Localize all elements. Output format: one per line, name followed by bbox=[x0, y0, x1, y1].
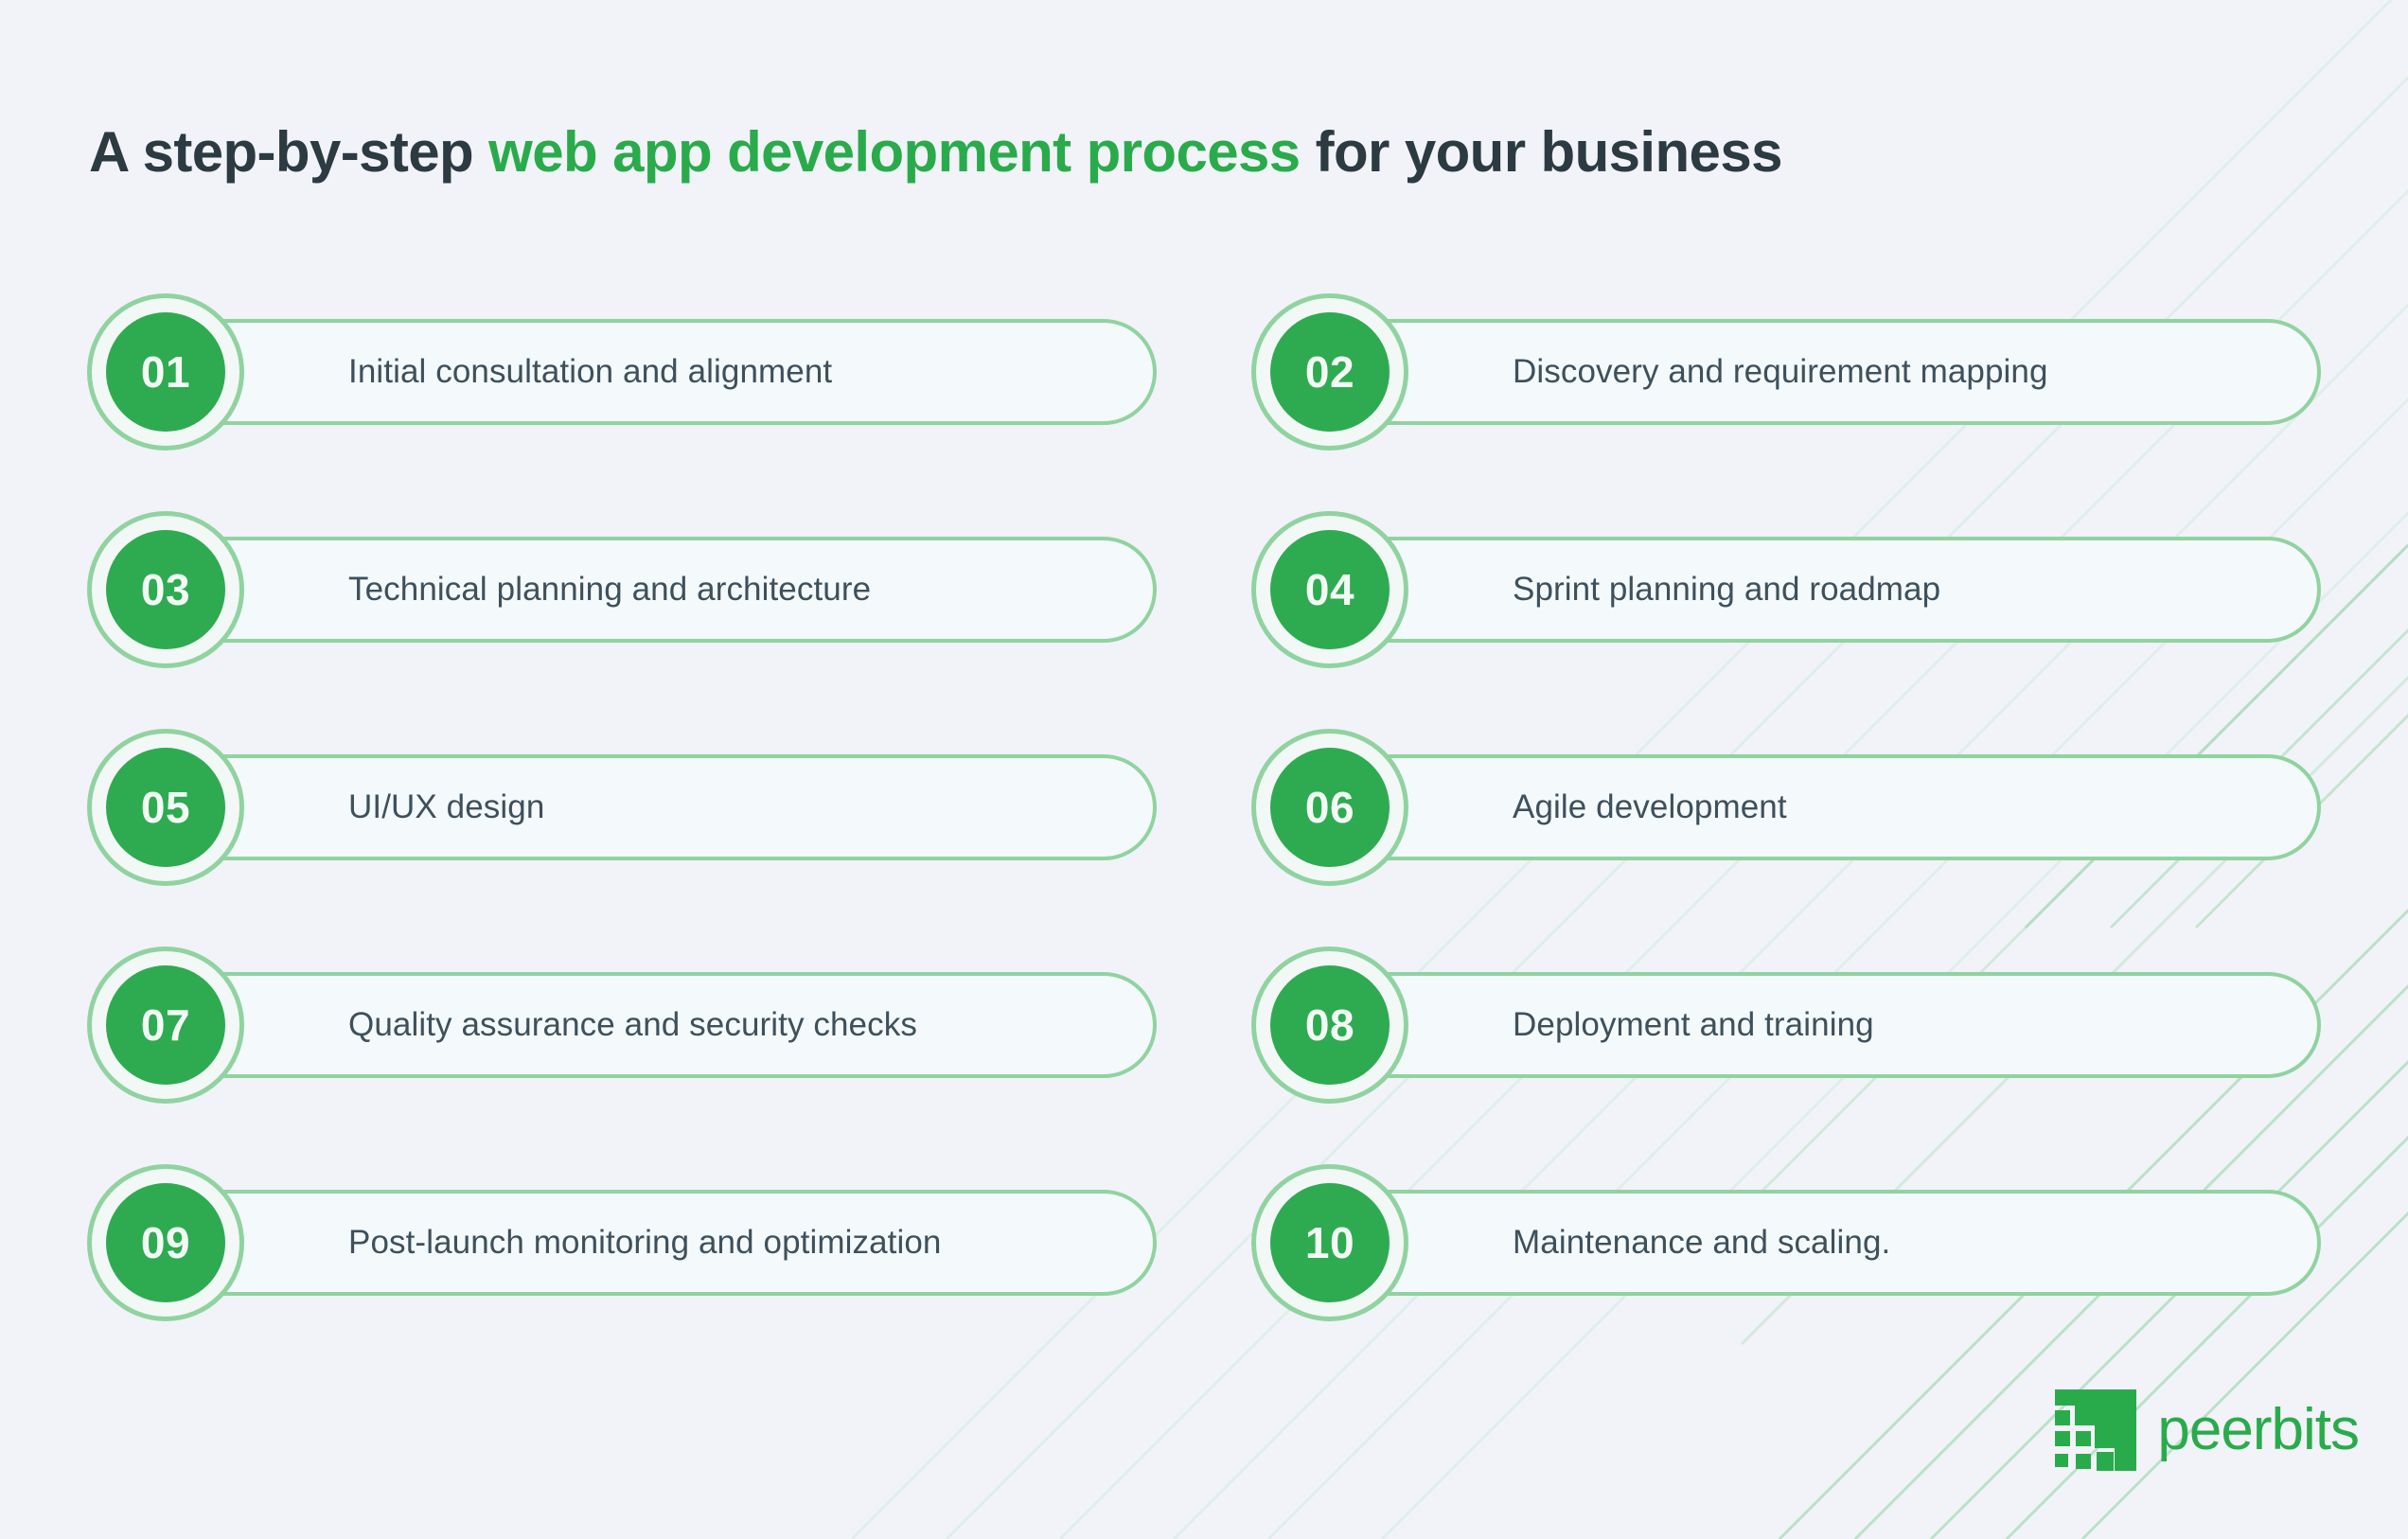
step-card: Initial consultation and alignment bbox=[165, 319, 1157, 425]
step-number-badge: 02 bbox=[1251, 293, 1408, 451]
step-number: 03 bbox=[106, 530, 225, 649]
step-card: Post-launch monitoring and optimization bbox=[165, 1190, 1157, 1296]
step-label: Technical planning and architecture bbox=[348, 571, 872, 608]
step-card: Sprint planning and roadmap bbox=[1329, 537, 2321, 643]
step-item-07: Quality assurance and security checks 07 bbox=[87, 946, 1157, 1104]
step-number-badge: 05 bbox=[87, 729, 244, 886]
steps-list: Initial consultation and alignment 01 Di… bbox=[87, 293, 2321, 1321]
step-label: Initial consultation and alignment bbox=[348, 353, 833, 390]
title-accent: web app development process bbox=[488, 120, 1301, 185]
title-lead: A step-by-step bbox=[89, 120, 489, 185]
step-number: 06 bbox=[1270, 748, 1390, 867]
peerbits-logo: peerbits bbox=[2055, 1389, 2360, 1471]
step-number-badge: 03 bbox=[87, 511, 244, 668]
step-number: 05 bbox=[106, 748, 225, 867]
step-label: Quality assurance and security checks bbox=[348, 1006, 917, 1043]
step-number-badge: 07 bbox=[87, 946, 244, 1104]
step-card: Technical planning and architecture bbox=[165, 537, 1157, 643]
step-item-02: Discovery and requirement mapping 02 bbox=[1251, 293, 2321, 451]
step-number: 09 bbox=[106, 1183, 225, 1302]
step-number: 07 bbox=[106, 965, 225, 1085]
step-label: Agile development bbox=[1513, 788, 1787, 825]
step-number-badge: 06 bbox=[1251, 729, 1408, 886]
title-trail: for your business bbox=[1300, 120, 1783, 185]
step-item-05: UI/UX design 05 bbox=[87, 729, 1157, 886]
step-item-01: Initial consultation and alignment 01 bbox=[87, 293, 1157, 451]
step-card: UI/UX design bbox=[165, 754, 1157, 860]
step-item-10: Maintenance and scaling. 10 bbox=[1251, 1164, 2321, 1321]
step-item-03: Technical planning and architecture 03 bbox=[87, 511, 1157, 668]
peerbits-wordmark: peerbits bbox=[2157, 1397, 2360, 1462]
step-number: 10 bbox=[1270, 1183, 1390, 1302]
step-card: Discovery and requirement mapping bbox=[1329, 319, 2321, 425]
step-item-06: Agile development 06 bbox=[1251, 729, 2321, 886]
step-item-08: Deployment and training 08 bbox=[1251, 946, 2321, 1104]
peerbits-logo-mark bbox=[2055, 1389, 2137, 1471]
step-label: UI/UX design bbox=[348, 788, 545, 825]
step-label: Post-launch monitoring and optimization bbox=[348, 1224, 942, 1261]
step-item-09: Post-launch monitoring and optimization … bbox=[87, 1164, 1157, 1321]
step-label: Discovery and requirement mapping bbox=[1513, 353, 2048, 390]
step-number-badge: 09 bbox=[87, 1164, 244, 1321]
step-label: Deployment and training bbox=[1513, 1006, 1874, 1043]
step-number: 02 bbox=[1270, 312, 1390, 432]
step-item-04: Sprint planning and roadmap 04 bbox=[1251, 511, 2321, 668]
step-label: Maintenance and scaling. bbox=[1513, 1224, 1891, 1261]
step-number: 01 bbox=[106, 312, 225, 432]
step-number: 04 bbox=[1270, 530, 1390, 649]
step-number: 08 bbox=[1270, 965, 1390, 1085]
page-title: A step-by-step web app development proce… bbox=[89, 121, 1782, 184]
step-number-badge: 08 bbox=[1251, 946, 1408, 1104]
step-number-badge: 01 bbox=[87, 293, 244, 451]
step-label: Sprint planning and roadmap bbox=[1513, 571, 1941, 608]
step-number-badge: 04 bbox=[1251, 511, 1408, 668]
step-number-badge: 10 bbox=[1251, 1164, 1408, 1321]
step-card: Agile development bbox=[1329, 754, 2321, 860]
step-card: Maintenance and scaling. bbox=[1329, 1190, 2321, 1296]
step-card: Deployment and training bbox=[1329, 972, 2321, 1078]
step-card: Quality assurance and security checks bbox=[165, 972, 1157, 1078]
